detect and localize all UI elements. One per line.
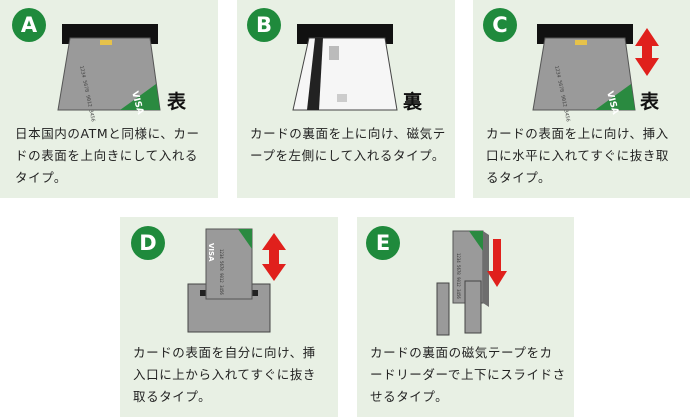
side-label-c: 表 <box>640 91 660 113</box>
card-insert-illustration-b <box>292 24 398 111</box>
side-label-a: 表 <box>167 91 187 113</box>
badge-e: E <box>366 226 400 260</box>
down-arrow-icon-e <box>487 239 507 287</box>
card-number-e: 1234 5678 9012 3456 <box>456 253 461 299</box>
badge-b: B <box>247 8 281 42</box>
badge-a: A <box>12 8 46 42</box>
description-b: カードの裏面を上に向け、磁気テ ープを左側にして入れるタイプ。 <box>250 126 446 163</box>
card-insert-illustration-d: VISA 1234 5678 9012 3456 <box>187 228 286 333</box>
up-down-arrow-icon-c <box>635 28 659 76</box>
card-number-d: 1234 5678 9012 3456 <box>219 249 224 295</box>
description-a: 日本国内のATMと同様に、カー ドの表面を上向きにして入れる タイプ。 <box>15 126 200 185</box>
badge-c: C <box>483 8 517 42</box>
panel-e: E 1234 5678 9012 3456 カードの裏面の磁気テープをカ ードリ… <box>357 217 574 417</box>
card-insert-illustration-a: 1234 5678 9012 3456 VISA <box>57 24 161 122</box>
side-label-b: 裏 <box>403 91 423 113</box>
panel-d: D VISA 1234 5678 9012 3456 カードの表面を自分に向け、… <box>120 217 338 417</box>
panel-a: A 1234 5678 9012 3456 VISA 表 日本国内のATMと同様… <box>0 0 218 198</box>
panel-c: C 1234 5678 9012 3456 VISA 表 カードの表面を上に向け… <box>473 0 690 198</box>
visa-logo-d: VISA <box>207 243 215 262</box>
panel-b: B 裏 カードの裏面を上に向け、磁気テ ープを左側にして入れるタイプ。 <box>237 0 455 198</box>
card-swipe-illustration-e: 1234 5678 9012 3456 <box>436 230 507 336</box>
description-e: カードの裏面の磁気テープをカ ードリーダーで上下にスライドさ せるタイプ。 <box>370 345 566 404</box>
card-insert-illustration-c: 1234 5678 9012 3456 VISA <box>532 24 659 122</box>
description-d: カードの表面を自分に向け、挿 入口に上から入れてすぐに抜き 取るタイプ。 <box>133 345 317 404</box>
up-down-arrow-icon-d <box>262 233 286 281</box>
badge-d: D <box>131 226 165 260</box>
description-c: カードの表面を上に向け、挿入 口に水平に入れてすぐに抜き取 るタイプ。 <box>486 126 670 185</box>
